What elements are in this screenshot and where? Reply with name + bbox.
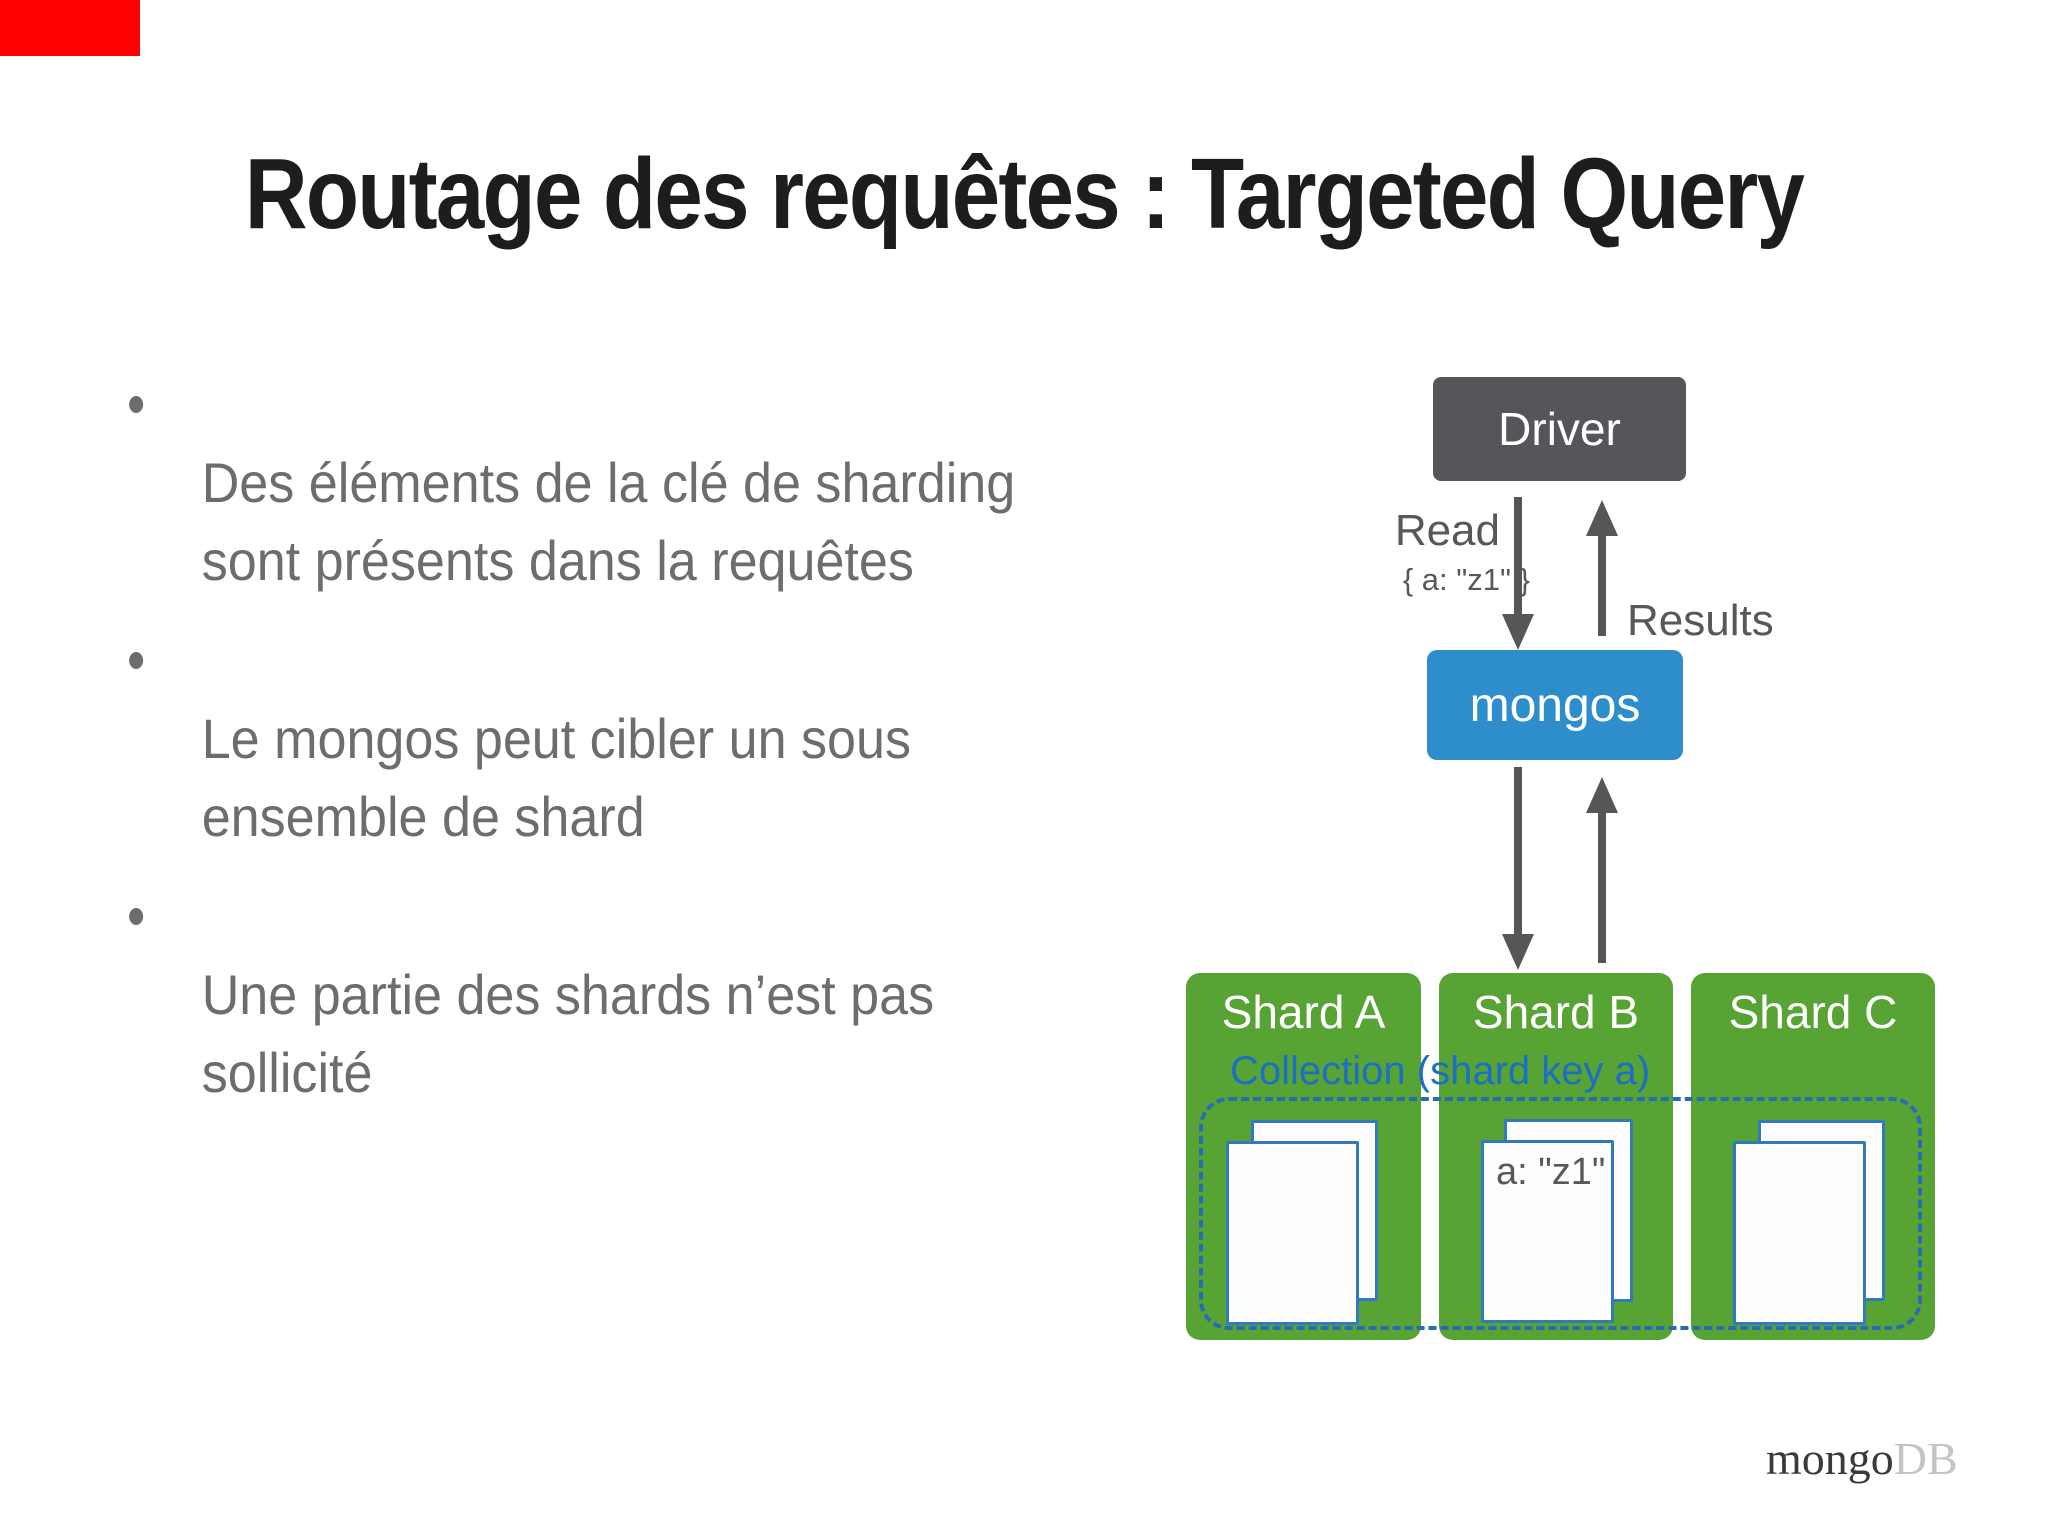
- document-icon: [1733, 1141, 1866, 1325]
- document-icon: [1226, 1141, 1359, 1325]
- mongodb-logo-mongo: mongo: [1766, 1433, 1894, 1484]
- arrowhead-down-icon: [1502, 614, 1534, 650]
- results-label: Results: [1627, 596, 1774, 645]
- arrow-down-driver-to-mongos: [1514, 497, 1522, 619]
- bullet-item: Des éléments de la clé de sharding sont …: [118, 366, 1188, 600]
- shard-b-doc-text: a: "z1": [1496, 1151, 1606, 1193]
- arrow-down-mongos-to-shards: [1514, 767, 1522, 937]
- arrowhead-up-icon: [1586, 500, 1618, 536]
- arrowhead-up-icon: [1586, 777, 1618, 813]
- mongodb-logo-db: DB: [1893, 1433, 1958, 1484]
- mongodb-logo: mongoDB: [1766, 1434, 1958, 1484]
- bullet-item: Une partie des shards n’est pas sollicit…: [118, 878, 1188, 1112]
- collection-dashed-border: [1199, 1097, 1922, 1330]
- arrow-up-shards-to-mongos: [1598, 809, 1606, 963]
- bullet-dot-icon: [129, 652, 144, 669]
- arrowhead-down-icon: [1502, 934, 1534, 970]
- bullet-text: Le mongos peut cibler un sous ensemble d…: [201, 707, 912, 848]
- collection-label: Collection (shard key a): [1230, 1049, 1651, 1093]
- bullet-list: Des éléments de la clé de sharding sont …: [118, 366, 1188, 1134]
- mongos-box: mongos: [1427, 650, 1683, 760]
- slide-title: Routage des requêtes : Targeted Query: [244, 138, 1805, 250]
- shard-a-label: Shard A: [1221, 986, 1386, 1038]
- driver-box: Driver: [1433, 377, 1686, 481]
- shard-b-label: Shard B: [1472, 986, 1640, 1038]
- bullet-item: Le mongos peut cibler un sous ensemble d…: [118, 622, 1188, 856]
- shard-c-label: Shard C: [1728, 986, 1898, 1038]
- bullet-text: Des éléments de la clé de sharding sont …: [201, 451, 1016, 592]
- arrow-up-mongos-to-driver: [1598, 532, 1606, 636]
- read-label: Read: [1394, 506, 1500, 555]
- bullet-text: Une partie des shards n’est pas sollicit…: [201, 963, 935, 1104]
- mongos-label: mongos: [1469, 678, 1641, 732]
- bullet-dot-icon: [129, 908, 144, 925]
- read-query-label: { a: "z1" }: [1402, 562, 1530, 597]
- document-icon: a: "z1": [1481, 1140, 1614, 1323]
- bullet-dot-icon: [129, 396, 144, 413]
- red-marker: [0, 0, 140, 56]
- driver-label: Driver: [1498, 403, 1621, 455]
